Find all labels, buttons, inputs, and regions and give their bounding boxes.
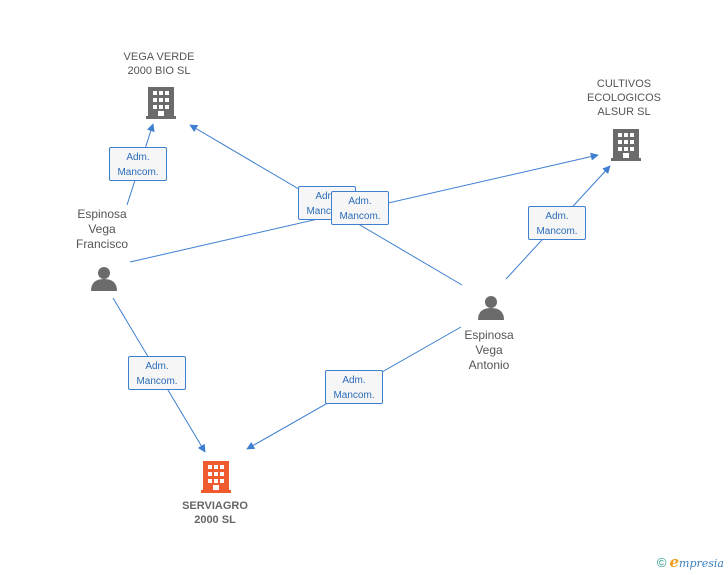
person-icon <box>478 296 504 320</box>
building-icon <box>611 129 641 161</box>
person-label-francisco[interactable]: Espinosa Vega Francisco <box>75 207 128 251</box>
empresia-watermark[interactable]: © empresia <box>657 553 724 571</box>
building-icon <box>201 461 231 493</box>
edge-label-antonio-cultivos[interactable]: Adm. Mancom. <box>528 206 586 240</box>
person-label-antonio[interactable]: Espinosa Vega Antonio <box>464 328 514 372</box>
edge-label-antonio-serviagro[interactable]: Adm. Mancom. <box>325 370 383 404</box>
company-label-vega-verde[interactable]: VEGA VERDE 2000 BIO SL <box>123 51 195 77</box>
brand-logo: empresia <box>669 553 724 571</box>
copyright-icon: © <box>656 555 667 570</box>
building-icon <box>146 87 176 119</box>
edge-label-francisco-cultivos[interactable]: Adm. Mancom. <box>331 191 389 225</box>
edge-label-francisco-serviagro[interactable]: Adm. Mancom. <box>128 356 186 390</box>
person-icon <box>91 267 117 291</box>
company-label-serviagro[interactable]: SERVIAGRO 2000 SL <box>182 500 248 526</box>
edge-label-francisco-vega-verde[interactable]: Adm. Mancom. <box>109 147 167 181</box>
company-label-cultivos[interactable]: CULTIVOS ECOLOGICOS ALSUR SL <box>587 78 661 118</box>
